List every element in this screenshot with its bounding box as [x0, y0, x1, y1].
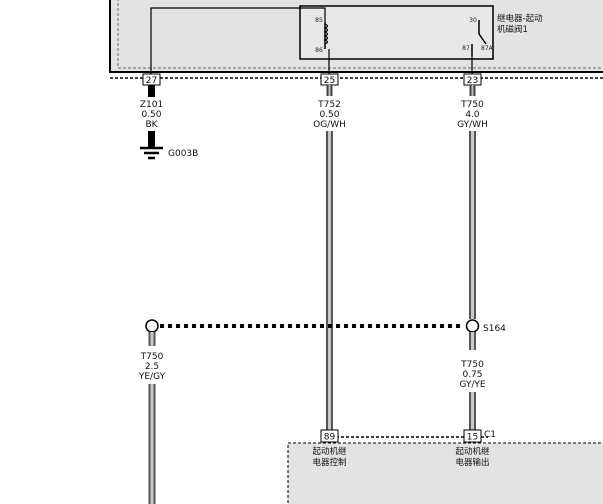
wire-t750-right-circuit: T750	[460, 360, 484, 370]
wire-t750-right-color: GY/YE	[459, 380, 486, 390]
relay-name-line2: 机磁阀1	[497, 24, 528, 35]
wire-t750-top-color: GY/WH	[457, 120, 488, 130]
relay-coil	[323, 23, 329, 45]
pin-label-27: 27	[146, 76, 157, 86]
pin-label-89: 89	[324, 433, 336, 443]
relay-name-line1: 继电器-起动	[497, 13, 543, 24]
relay-pin-87a: 87A	[481, 45, 494, 52]
splice-node-left	[145, 319, 159, 333]
pin-box-89	[320, 429, 339, 443]
module-pin15-desc-line2: 电器输出	[455, 457, 489, 468]
module-pin89-desc-line2: 电器控制	[312, 457, 346, 468]
module-pin15-desc-line1: 起动机继	[455, 446, 490, 457]
internal-wire-coil-feed	[150, 7, 326, 75]
wire-t750-top-size: 4.0	[465, 110, 480, 120]
relay-pin-87: 87	[462, 45, 470, 52]
relay-pin-30: 30	[469, 17, 477, 24]
pin-label-15: 15	[467, 433, 478, 443]
wire-t752-size: 0.50	[319, 110, 339, 120]
wire-t750-left-circuit: T750	[140, 352, 164, 362]
module-pin89-desc-line1: 起动机继	[312, 446, 347, 457]
wire-t750-top-circuit: T750	[460, 100, 484, 110]
wire-t750-right-size: 0.75	[462, 370, 482, 380]
relay-component	[299, 5, 494, 60]
wire-t750-left-color: YE/GY	[138, 372, 166, 382]
pin-label-23: 23	[467, 76, 478, 86]
wire-t752-circuit: T752	[317, 100, 341, 110]
wire-z101-to-ground	[148, 131, 155, 147]
wire-z101-stub	[148, 85, 155, 97]
ground-label: G003B	[168, 149, 198, 159]
wire-t750-left-size: 2.5	[145, 362, 159, 372]
relay-contact-switch	[478, 33, 487, 45]
module-box	[287, 442, 603, 504]
wire-t752-color: OG/WH	[313, 120, 346, 130]
relay-box-inner-border	[117, 0, 603, 69]
splice-node-right	[465, 319, 480, 333]
ground-icon	[140, 146, 163, 160]
wire-z101-color: BK	[145, 120, 158, 130]
wire-z101-size: 0.50	[141, 110, 161, 120]
relay-pin-85: 85	[315, 17, 323, 24]
splice-label: S164	[483, 324, 506, 334]
relay-pin-86: 86	[315, 47, 323, 54]
pin-box-15	[463, 429, 482, 443]
pin-label-25: 25	[324, 76, 335, 86]
wire-z101-circuit: Z101	[140, 100, 163, 110]
connector-label: C1	[484, 430, 496, 440]
